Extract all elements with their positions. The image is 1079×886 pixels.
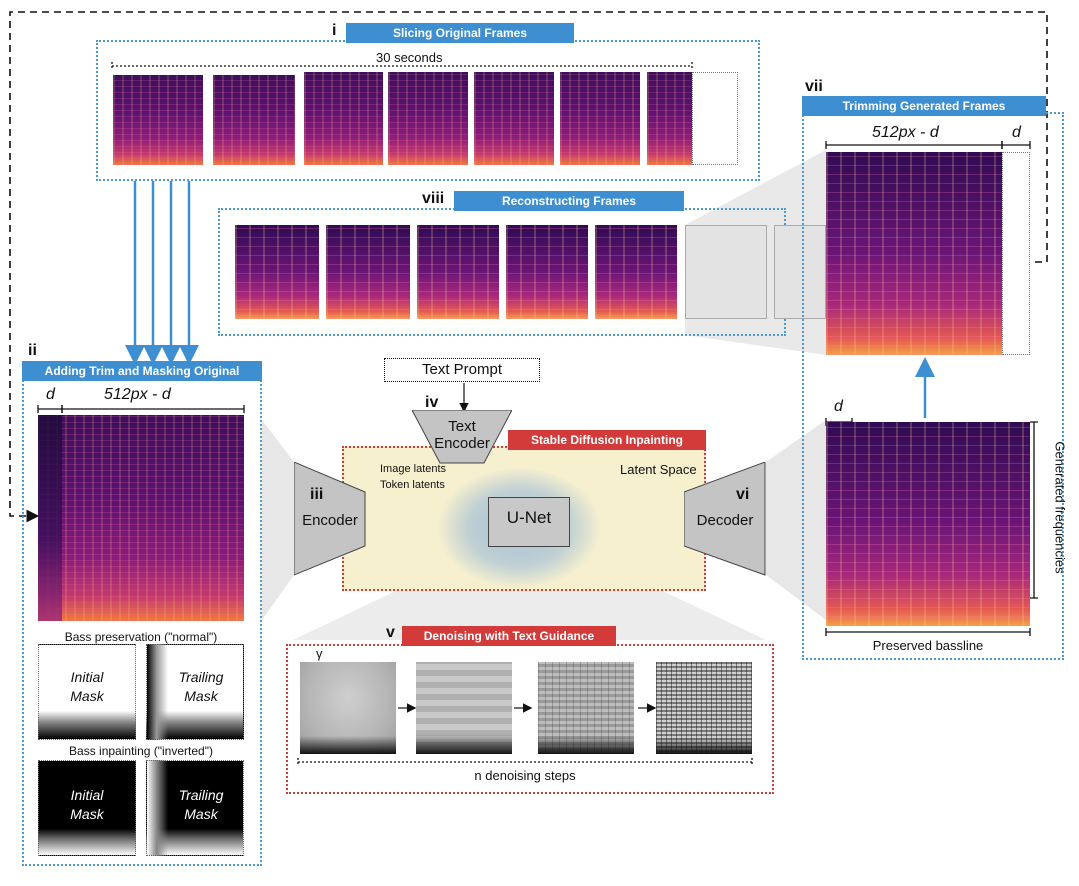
reconstructed-frame-2 <box>326 225 410 319</box>
decoder-shape <box>684 462 766 576</box>
encoder-shape <box>294 462 366 576</box>
masked-input-frame <box>38 415 244 621</box>
slice-frame-3 <box>304 72 383 165</box>
duration-bracket <box>111 62 693 70</box>
stage-iii-numeral: iii <box>310 486 324 503</box>
denoise-step-2-bass <box>416 734 512 754</box>
normal-initial-mask <box>38 644 136 740</box>
trim-strip <box>38 415 62 621</box>
inverted-initial-mask <box>38 760 136 856</box>
token-latents-legend: Token latents <box>380 479 445 491</box>
stage-ii-title: Adding Trim and Masking Original <box>22 361 262 381</box>
inverted-initial-mask-label: Initial Mask <box>70 787 104 822</box>
stage-ii-numeral: ii <box>28 342 37 359</box>
stage-v-title: Denoising with Text Guidance <box>402 626 616 646</box>
decoder-projection <box>766 420 826 620</box>
n-steps-label: n denoising steps <box>474 768 576 783</box>
preserved-bassline-bracket <box>825 628 1031 636</box>
stage-vii-title: Trimming Generated Frames <box>802 96 1046 116</box>
generated-d-label: d <box>834 398 843 415</box>
unet-label: U-Net <box>506 508 552 527</box>
encoder-projection <box>262 420 294 620</box>
vii-width-label: 512px - d <box>872 124 939 141</box>
feedback-loop-line <box>9 11 1048 523</box>
trim-discard-region <box>1002 152 1030 355</box>
vii-d-label: d <box>1012 124 1021 141</box>
decoder-label: Decoder <box>696 512 754 529</box>
text-encoder-label: Text Encoder <box>434 418 490 452</box>
stage-i-numeral: i <box>332 22 337 39</box>
gamma-label: γ <box>316 646 323 661</box>
unet-block <box>488 497 570 547</box>
n-steps-bracket <box>297 758 753 766</box>
stage-i-title: Slicing Original Frames <box>346 23 574 43</box>
generated-frame <box>826 422 1030 626</box>
inverted-trailing-mask <box>146 760 244 856</box>
stage-v-numeral: v <box>386 624 395 641</box>
slice-frame-6 <box>560 72 640 165</box>
slice-frame-7 <box>647 72 692 165</box>
normal-initial-mask-label: Initial Mask <box>70 669 104 704</box>
reconstructed-frame-3 <box>417 225 499 319</box>
image-latents-legend: Image latents <box>380 463 447 475</box>
vii-d-bracket <box>1001 141 1031 149</box>
reconstructed-frame-5 <box>595 225 677 319</box>
sd-inpainting-title: Stable Diffusion Inpainting <box>508 430 706 450</box>
ii-width-bracket <box>61 405 245 413</box>
duration-label: 30 seconds <box>376 50 443 65</box>
generated-frequencies-bracket <box>1030 421 1038 599</box>
slice-frame-1 <box>113 75 203 165</box>
latent-space-label: Latent Space <box>620 462 697 477</box>
generated-frequencies-label: Generated frequencies <box>1052 441 1068 574</box>
stage-viii-title: Reconstructing Frames <box>454 191 684 211</box>
preserved-bassline-label: Preserved bassline <box>872 638 984 653</box>
denoise-step-3-bass <box>538 736 634 754</box>
trimmed-frame <box>826 152 1002 355</box>
bass-inpainting-label: Bass inpainting ("inverted") <box>69 744 213 758</box>
unet-projection <box>293 547 766 640</box>
denoise-step-1-bass <box>300 736 396 754</box>
text-prompt-label: Text Prompt <box>421 361 503 378</box>
slice-frame-2 <box>213 75 295 165</box>
text-prompt-box <box>384 358 540 382</box>
encoder-label: Encoder <box>302 512 358 529</box>
ii-d-label: d <box>46 386 55 403</box>
reconstructed-frame-1 <box>235 225 319 319</box>
slice-frame-5 <box>474 72 554 165</box>
slice-padding-frame <box>692 72 738 165</box>
text-encoder-shape <box>412 410 512 464</box>
reconstructed-frame-4 <box>506 225 588 319</box>
normal-trailing-mask <box>146 644 244 740</box>
normal-trailing-mask-label: Trailing Mask <box>178 669 224 704</box>
denoise-step-4-bass <box>656 738 752 754</box>
stage-vii-numeral: vii <box>805 78 823 95</box>
stage-iv-numeral: iv <box>425 394 439 411</box>
stage-vi-numeral: vi <box>736 486 750 503</box>
reconstruct-placeholder-1 <box>685 225 767 319</box>
bass-preservation-label: Bass preservation ("normal") <box>64 630 218 644</box>
slice-frame-4 <box>388 72 468 165</box>
stage-viii-numeral: viii <box>422 190 445 207</box>
inverted-trailing-mask-label: Trailing Mask <box>178 787 224 822</box>
reconstruct-placeholder-2 <box>774 225 826 319</box>
ii-width-label: 512px - d <box>104 386 171 403</box>
